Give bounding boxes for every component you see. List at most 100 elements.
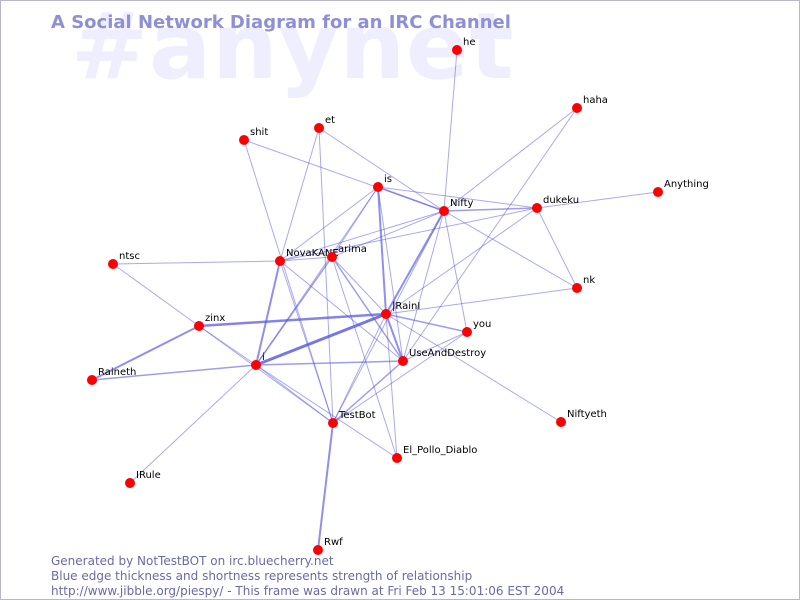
channel-watermark: #anynet — [71, 0, 515, 100]
node-label-i: i — [262, 352, 265, 363]
node-useanddestroy: UseAndDestroy — [398, 348, 486, 366]
node-label-niftyeth: Niftyeth — [567, 409, 607, 420]
node-label-is: is — [384, 174, 392, 185]
footer-url-line: http://www.jibble.org/piespy/ - This fra… — [51, 584, 565, 598]
edge-haha-nifty — [443, 107, 578, 212]
edge-iraini-i — [255, 312, 387, 367]
node-dot-i — [251, 360, 261, 370]
node-label-novakane: NovaKANE — [286, 248, 339, 259]
node-you: you — [462, 319, 491, 337]
edge-i-testbot — [255, 364, 334, 424]
edge-shit-testbot — [243, 139, 334, 424]
node-label-arima: arima — [338, 244, 367, 255]
node-dot-niftyeth — [556, 417, 566, 427]
node-et: et — [314, 115, 335, 133]
edge-novakane-useanddestroy — [279, 260, 404, 362]
node-dot-raineth — [87, 375, 97, 385]
node-label-rwf: Rwf — [324, 537, 343, 548]
edge-testbot-rwf — [317, 422, 334, 551]
node-dot-nifty — [439, 206, 449, 216]
node-dukeku: dukeku — [532, 195, 579, 213]
node-raineth: Raineth — [87, 367, 136, 385]
edge-iraini-niftyeth — [385, 313, 562, 423]
node-label-testbot: TestBot — [338, 410, 376, 421]
footer: Generated by NotTestBOT on irc.bluecherr… — [51, 554, 564, 599]
diagram-title: A Social Network Diagram for an IRC Chan… — [51, 12, 511, 33]
node-label-ntsc: ntsc — [119, 251, 140, 262]
node-label-dukeku: dukeku — [543, 195, 579, 206]
edge-nifty-iraini — [385, 210, 445, 315]
edge-iraini-el_pollo_diablo — [385, 313, 398, 459]
edge-et-nifty — [318, 127, 445, 212]
node-dot-he — [452, 45, 462, 55]
node-dot-arima — [327, 252, 337, 262]
edge-nifty-useanddestroy — [402, 210, 445, 362]
node-label-zinx: zinx — [205, 313, 225, 324]
node-label-raineth: Raineth — [98, 367, 136, 378]
edge-nifty-novakane — [279, 210, 445, 262]
edge-nifty-you — [443, 210, 468, 333]
edge-i-useanddestroy — [255, 360, 404, 366]
edge-zinx-testbot — [198, 325, 334, 424]
edge-arima-i — [255, 256, 333, 366]
edge-is-iraini — [377, 186, 387, 315]
node-dot-useanddestroy — [398, 356, 408, 366]
node-dot-shit — [239, 135, 249, 145]
edge-et-testbot — [318, 127, 334, 424]
edge-ntsc-novakane — [112, 260, 281, 265]
edge-i-raineth — [91, 364, 257, 381]
node-label-nifty: Nifty — [450, 198, 474, 209]
node-shit: shit — [239, 127, 268, 145]
node-dot-nk — [572, 283, 582, 293]
edge-zinx-raineth — [91, 325, 200, 381]
node-dot-dukeku — [532, 203, 542, 213]
edge-is-novakane — [279, 186, 379, 262]
edge-is-useanddestroy — [377, 186, 404, 362]
edge-iraini-testbot — [332, 313, 387, 424]
node-el_pollo_diablo: El_Pollo_Diablo — [392, 445, 477, 463]
node-dot-anything — [653, 187, 663, 197]
node-dot-et — [314, 123, 324, 133]
node-dot-testbot — [328, 418, 338, 428]
node-nifty: Nifty — [439, 198, 474, 216]
edge-is-nifty — [377, 186, 445, 212]
node-label-nk: nk — [583, 275, 595, 286]
node-label-you: you — [473, 319, 491, 330]
node-label-el_pollo_diablo: El_Pollo_Diablo — [403, 445, 477, 456]
node-dot-ntsc — [108, 259, 118, 269]
edge-novakane-i — [255, 260, 281, 366]
node-label-shit: shit — [250, 127, 268, 138]
node-label-irule: IRule — [136, 470, 161, 481]
edge-dukeku-novakane — [279, 207, 538, 262]
edge-nifty-nk — [443, 210, 578, 289]
node-testbot: TestBot — [328, 410, 376, 428]
node-dot-is — [373, 182, 383, 192]
edge-i-el_pollo_diablo — [255, 364, 398, 459]
node-irule: IRule — [125, 470, 161, 488]
edge-dukeku-anything — [536, 191, 659, 209]
edge-he-nifty — [443, 49, 458, 212]
node-i: i — [251, 352, 265, 370]
edge-novakane-arima — [279, 256, 333, 262]
node-ntsc: ntsc — [108, 251, 140, 269]
node-haha: haha — [572, 95, 608, 113]
node-novakane: NovaKANE — [275, 248, 339, 266]
node-dot-irule — [125, 478, 135, 488]
edge-ntsc-zinx — [112, 263, 200, 327]
footer-legend-line: Blue edge thickness and shortness repres… — [51, 569, 473, 583]
node-label-iraini: |RainI — [392, 301, 420, 312]
edge-dukeku-iraini — [385, 207, 538, 315]
edge-arima-useanddestroy — [331, 256, 404, 362]
footer-generator-line: Generated by NotTestBOT on irc.bluecherr… — [51, 554, 334, 568]
edge-you-testbot — [332, 331, 468, 424]
node-dot-el_pollo_diablo — [392, 453, 402, 463]
edge-iraini-nk — [385, 287, 578, 315]
edge-iraini-zinx — [198, 312, 387, 328]
node-label-haha: haha — [583, 95, 608, 106]
node-anything: Anything — [653, 179, 709, 197]
edge-et-novakane — [279, 127, 320, 262]
node-label-useanddestroy: UseAndDestroy — [409, 348, 486, 359]
node-dot-iraini — [381, 309, 391, 319]
